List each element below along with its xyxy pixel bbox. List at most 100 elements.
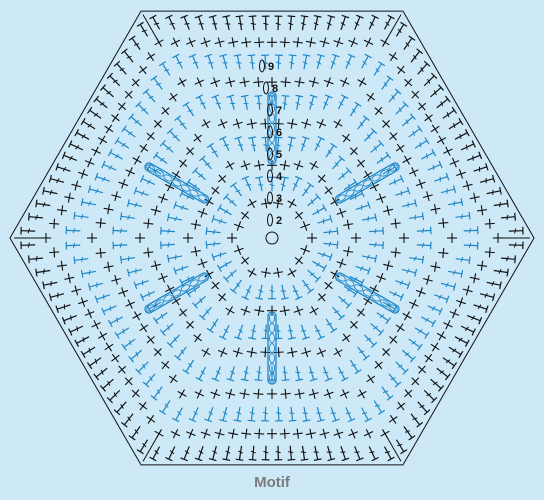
round-8-stitch xyxy=(300,55,310,70)
round-8-stitch xyxy=(406,336,422,351)
round-6-stitch xyxy=(134,187,150,199)
round-8-stitch xyxy=(274,55,282,69)
round-4-stitch xyxy=(192,293,208,308)
round-9-stitch xyxy=(108,111,122,125)
round-6-stitch xyxy=(280,366,289,381)
round-10-stitch xyxy=(441,355,457,369)
round-1-stitch xyxy=(227,233,237,243)
round-8-stitch xyxy=(342,54,355,70)
round-9-stitch xyxy=(77,296,90,309)
round-5-stitch xyxy=(382,204,394,216)
round-9-stitch xyxy=(422,111,436,125)
round-7-stitch xyxy=(447,233,457,243)
round-4-stitch xyxy=(234,137,246,153)
round-6-stitch xyxy=(175,345,190,361)
round-6-stitch xyxy=(355,345,370,361)
round-5-stitch xyxy=(246,347,258,359)
round-9-stitch xyxy=(347,36,360,49)
round-10-stitch xyxy=(43,279,58,289)
round-7-stitch xyxy=(144,333,158,347)
round-3-stitch xyxy=(335,257,348,270)
round-8-stitch xyxy=(455,212,470,221)
round-10-stitch xyxy=(262,16,270,30)
round-9-stitch xyxy=(401,386,415,400)
round-6-stitch xyxy=(167,332,182,347)
round-10-stitch xyxy=(107,388,122,403)
round-number-label: 8 xyxy=(272,83,278,95)
round-4-stitch xyxy=(348,190,364,203)
round-6-stitch xyxy=(401,199,416,210)
round-2-stitch xyxy=(323,227,338,236)
round-5-stitch xyxy=(143,218,154,229)
round-7-stitch xyxy=(130,153,144,167)
round-9-stitch xyxy=(408,88,422,102)
round-number-label: 7 xyxy=(276,105,282,117)
round-9-stitch xyxy=(83,156,96,169)
round-7-stitch xyxy=(158,358,172,372)
round-10-stitch xyxy=(274,446,282,460)
round-8-stitch xyxy=(81,268,96,278)
round-8-stitch xyxy=(386,89,401,105)
round-5-stitch xyxy=(331,117,345,131)
round-7-stitch xyxy=(110,274,122,286)
round-7-stitch xyxy=(379,117,393,131)
round-8-stitch xyxy=(151,76,166,92)
round-6-stitch xyxy=(196,365,209,381)
round-4-stitch xyxy=(348,273,364,286)
round-9-stitch xyxy=(241,37,252,48)
round-5-stitch xyxy=(246,118,258,130)
round-9-stitch xyxy=(469,192,481,204)
round-7-stitch xyxy=(400,309,414,323)
round-10-stitch xyxy=(121,49,136,65)
round-4-stitch xyxy=(323,317,337,333)
round-4-stitch xyxy=(180,190,196,203)
round-8-stitch xyxy=(261,407,269,421)
round-number-label: 3 xyxy=(276,193,282,205)
round-4-stitch xyxy=(312,137,325,153)
round-1-stitch xyxy=(232,220,245,233)
round-6-stitch xyxy=(175,116,190,132)
round-5-stitch xyxy=(150,204,162,216)
round-8-stitch xyxy=(358,54,371,70)
round-10-stitch xyxy=(459,323,475,336)
chart-caption: Motif xyxy=(0,474,544,491)
round-10-stitch xyxy=(209,445,220,461)
round-6-stitch xyxy=(167,128,182,143)
round-7-stitch xyxy=(430,261,442,273)
round-2-stitch xyxy=(242,284,255,300)
round-6-stitch xyxy=(388,175,404,188)
round-10-stitch xyxy=(100,376,116,391)
round-9-stitch xyxy=(428,122,442,136)
round-4-stitch xyxy=(207,317,221,333)
round-9-stitch xyxy=(96,133,110,147)
round-9-stitch xyxy=(115,99,129,113)
round-5-stitch xyxy=(143,247,154,258)
round-10-stitch xyxy=(415,399,430,415)
round-6-stitch xyxy=(355,116,370,132)
round-6-stitch xyxy=(347,102,361,118)
round-10-stitch xyxy=(114,61,129,77)
round-8-stitch xyxy=(464,241,478,249)
round-7-stitch xyxy=(364,372,378,386)
round-4-stitch xyxy=(219,324,232,340)
petal-chain xyxy=(144,162,210,205)
round-6-stitch xyxy=(394,187,410,199)
round-7-stitch xyxy=(430,203,442,215)
round-6-stitch xyxy=(212,95,224,111)
round-3-stitch xyxy=(223,158,237,172)
round-3-stitch xyxy=(279,305,291,317)
round-3-stitch xyxy=(183,233,193,243)
round-9-stitch xyxy=(441,145,454,158)
round-9-stitch xyxy=(108,351,122,365)
round-10-stitch xyxy=(366,15,379,31)
round-4-stitch xyxy=(354,263,370,275)
round-5-stitch xyxy=(382,259,394,271)
round-5-stitch xyxy=(135,233,145,243)
round-9-stitch xyxy=(493,233,503,243)
round-9-stitch xyxy=(63,192,75,204)
round-7-stitch xyxy=(253,388,264,399)
round-8-stitch xyxy=(219,54,230,70)
round-7-stitch xyxy=(407,297,420,310)
round-8-stitch xyxy=(136,102,151,117)
round-10-stitch xyxy=(311,445,321,460)
